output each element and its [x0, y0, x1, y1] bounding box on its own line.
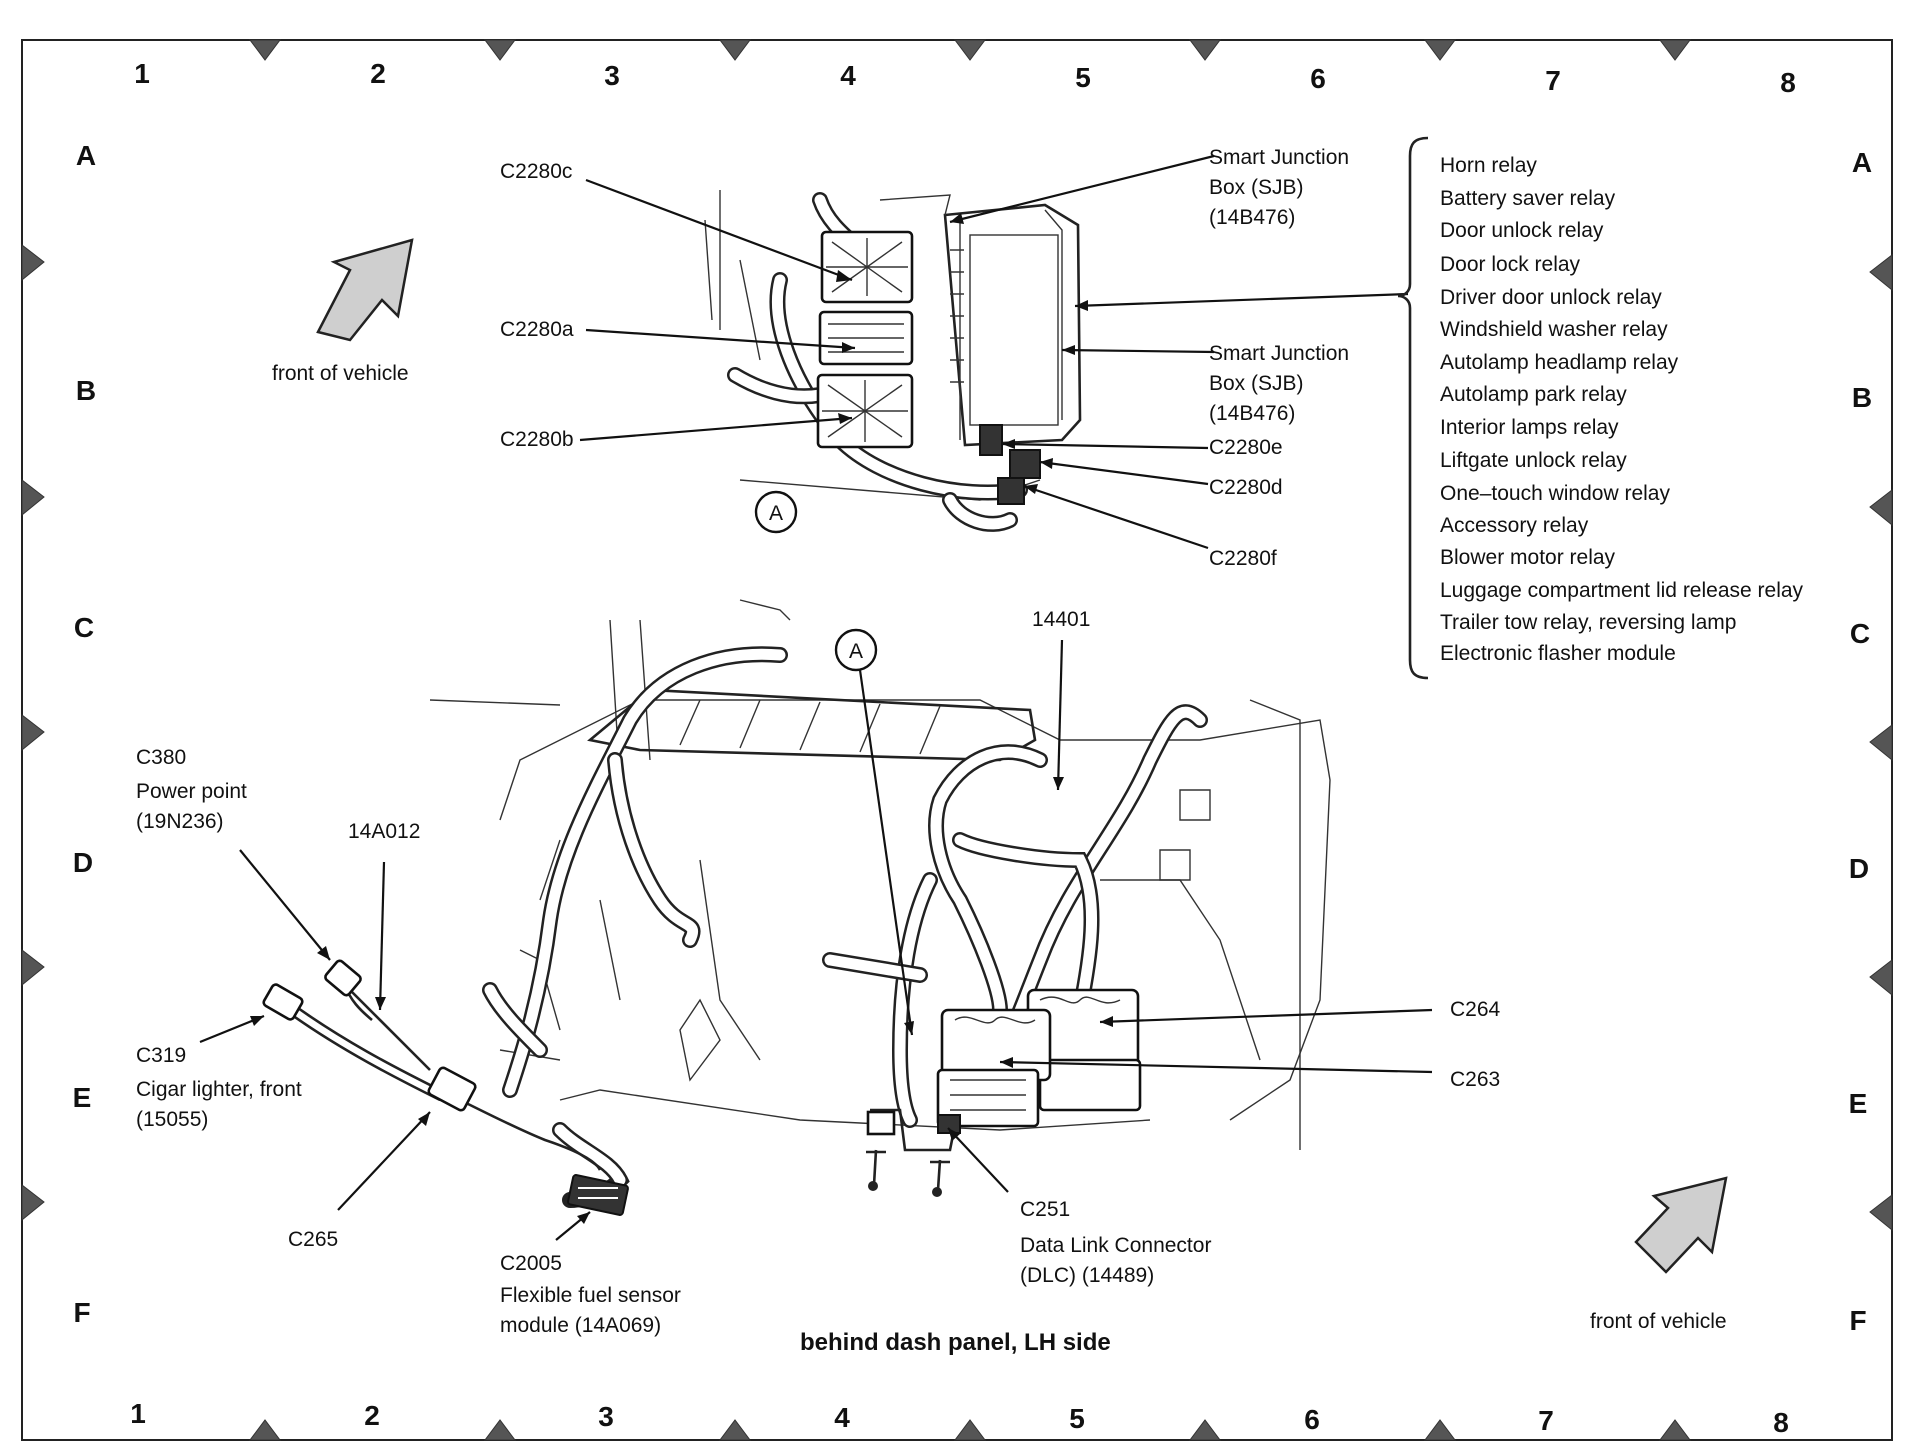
relay-item: Autolamp park relay	[1440, 383, 1627, 406]
label-c2280b: C2280b	[500, 428, 574, 451]
label-c319-line3: (15055)	[136, 1108, 208, 1131]
label-c263: C263	[1450, 1068, 1500, 1091]
grid-col-top-3: 3	[604, 60, 620, 91]
relay-item: Windshield washer relay	[1440, 318, 1668, 341]
relay-item: Electronic flasher module	[1440, 642, 1676, 665]
label-c265: C265	[288, 1228, 338, 1251]
grid-row-right-b: B	[1852, 382, 1872, 413]
label-c2280d: C2280d	[1209, 476, 1283, 499]
label-sjb-top-line2: Box (SJB)	[1209, 176, 1304, 199]
grid-columns-bottom: 1 2 3 4 5 6 7 8	[130, 1398, 1789, 1438]
grid-col-bottom-4: 4	[834, 1402, 850, 1433]
label-c264: C264	[1450, 998, 1501, 1021]
relay-item: Driver door unlock relay	[1440, 286, 1662, 309]
grid-row-right-a: A	[1852, 147, 1872, 178]
grid-row-left-d: D	[73, 847, 93, 878]
label-c251-line3: (DLC) (14489)	[1020, 1264, 1154, 1287]
grid-markers	[21, 39, 1893, 1441]
callout-a-bottom: A	[834, 628, 878, 672]
label-14a012: 14A012	[348, 820, 420, 843]
grid-col-top-2: 2	[370, 58, 386, 89]
relay-item: Door lock relay	[1440, 253, 1581, 276]
label-c251-line2: Data Link Connector	[1020, 1234, 1211, 1257]
grid-row-left-a: A	[76, 140, 96, 171]
grid-columns-top: 1 2 3 4 5 6 7 8	[134, 58, 1796, 98]
relay-item: Liftgate unlock relay	[1440, 449, 1627, 472]
label-c380-line3: (19N236)	[136, 810, 224, 833]
grid-rows-right: A B C D E F	[1849, 147, 1872, 1336]
grid-col-bottom-2: 2	[364, 1400, 380, 1431]
sjb-illustration	[704, 190, 1082, 532]
label-c2280a: C2280a	[500, 318, 574, 341]
grid-rows-left: A B C D E F	[73, 140, 96, 1328]
relay-item: One–touch window relay	[1440, 482, 1670, 505]
relay-item: Battery saver relay	[1440, 187, 1616, 210]
label-c2005-line3: module (14A069)	[500, 1314, 661, 1337]
dash-panel-illustration	[262, 599, 1331, 1216]
label-c2005-line2: Flexible fuel sensor	[500, 1284, 681, 1307]
grid-row-left-e: E	[73, 1082, 92, 1113]
diagram-caption: behind dash panel, LH side	[800, 1329, 1111, 1356]
label-14401: 14401	[1032, 608, 1090, 631]
label-c319-line2: Cigar lighter, front	[136, 1078, 302, 1101]
label-c2280c: C2280c	[500, 160, 572, 183]
grid-col-bottom-5: 5	[1069, 1403, 1085, 1434]
grid-col-top-8: 8	[1780, 67, 1796, 98]
grid-col-top-5: 5	[1075, 62, 1091, 93]
label-c380-line1: C380	[136, 746, 186, 769]
relay-list: Horn relay Battery saver relay Door unlo…	[1440, 154, 1804, 665]
label-c2280f: C2280f	[1209, 547, 1277, 570]
front-of-vehicle-top-label: front of vehicle	[272, 362, 409, 385]
relay-item: Horn relay	[1440, 154, 1537, 177]
grid-col-top-1: 1	[134, 58, 150, 89]
relay-item: Autolamp headlamp relay	[1440, 351, 1679, 374]
relay-item: Door unlock relay	[1440, 219, 1604, 242]
label-sjb-mid-line2: Box (SJB)	[1209, 372, 1304, 395]
leader-lines	[199, 154, 1433, 1241]
label-c2005-line1: C2005	[500, 1252, 562, 1275]
grid-row-left-f: F	[73, 1297, 90, 1328]
callout-a-bottom-letter: A	[849, 640, 863, 663]
label-c251-line1: C251	[1020, 1198, 1070, 1221]
grid-col-bottom-8: 8	[1773, 1407, 1789, 1438]
label-c2280e: C2280e	[1209, 436, 1283, 459]
callout-a-top: A	[754, 490, 798, 534]
relay-item: Interior lamps relay	[1440, 416, 1619, 439]
callout-a-top-letter: A	[769, 502, 783, 525]
grid-col-top-6: 6	[1310, 63, 1326, 94]
label-sjb-mid-line3: (14B476)	[1209, 402, 1295, 425]
grid-col-bottom-3: 3	[598, 1401, 614, 1432]
front-arrow-bottom-icon	[1634, 1176, 1728, 1274]
label-sjb-top-line3: (14B476)	[1209, 206, 1295, 229]
grid-col-top-4: 4	[840, 60, 856, 91]
grid-col-bottom-1: 1	[130, 1398, 146, 1429]
front-arrow-top-icon	[316, 238, 414, 342]
grid-row-left-b: B	[76, 375, 96, 406]
grid-row-right-d: D	[1849, 853, 1869, 884]
relay-item: Accessory relay	[1440, 514, 1589, 537]
grid-col-bottom-6: 6	[1304, 1404, 1320, 1435]
grid-row-right-c: C	[1850, 618, 1870, 649]
grid-col-top-7: 7	[1545, 65, 1561, 96]
relay-item: Blower motor relay	[1440, 546, 1616, 569]
label-c380-line2: Power point	[136, 780, 247, 803]
grid-row-left-c: C	[74, 612, 94, 643]
relay-item: Luggage compartment lid release relay	[1440, 579, 1804, 602]
label-sjb-mid-line1: Smart Junction	[1209, 342, 1349, 365]
grid-row-right-f: F	[1849, 1305, 1866, 1336]
label-sjb-top-line1: Smart Junction	[1209, 146, 1349, 169]
front-of-vehicle-bottom-label: front of vehicle	[1590, 1310, 1727, 1333]
relay-item: Trailer tow relay, reversing lamp	[1440, 611, 1736, 634]
component-labels: C2280c C2280a C2280b Smart Junction Box …	[136, 146, 1501, 1337]
relay-list-brace	[1397, 136, 1429, 680]
grid-col-bottom-7: 7	[1538, 1405, 1554, 1436]
grid-row-right-e: E	[1849, 1088, 1868, 1119]
label-c319-line1: C319	[136, 1044, 186, 1067]
